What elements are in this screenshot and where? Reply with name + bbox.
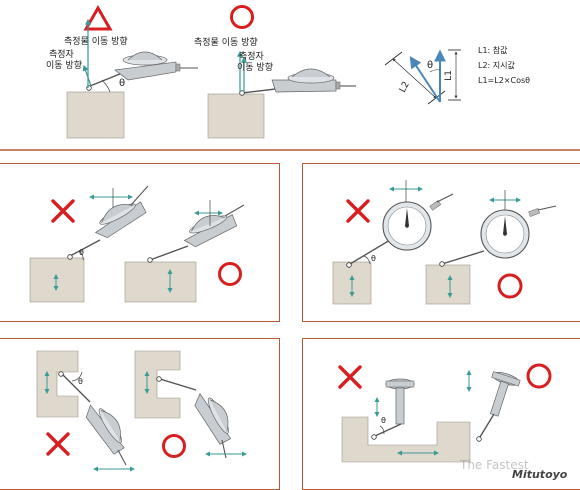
- wrong-x-icon: [51, 199, 75, 223]
- watermark-tagline: The Fastest: [460, 458, 529, 472]
- workpiece-block: [425, 264, 471, 305]
- probe-direction-arrow: [82, 64, 92, 87]
- workpiece-direction-label: 측정물 이동 방향: [194, 38, 258, 48]
- legend-true-value: L1: 참값: [478, 46, 508, 55]
- warning-triangle-icon: [83, 4, 113, 31]
- panel3-correct: [134, 350, 247, 459]
- probe-direction-label-line1: 측정자: [49, 50, 74, 60]
- vector-theta-label: θ: [427, 60, 434, 71]
- cosine-error-vector-diagram: [384, 49, 461, 105]
- workpiece-block: [29, 257, 85, 303]
- panel-step-surface: [302, 338, 580, 490]
- correct-circle-icon: [162, 434, 186, 458]
- panel4-theta-label: θ: [381, 416, 386, 425]
- legend-indicated-value: L2: 지시값: [478, 61, 515, 70]
- workpiece-block: [66, 91, 125, 139]
- workpiece-bracket: [134, 350, 181, 419]
- panel2-theta-label: θ: [371, 254, 376, 263]
- panel2-correct: [425, 190, 557, 305]
- correct-circle-icon: [526, 363, 552, 389]
- workpiece-bracket: [36, 350, 79, 418]
- theta-label: θ: [119, 78, 126, 89]
- panel4: [338, 363, 552, 463]
- indicated-value-vector: [409, 55, 441, 103]
- top-left-wrong-example: [66, 4, 198, 139]
- step-workpiece: [341, 416, 471, 463]
- panel1-correct: [124, 200, 245, 303]
- workpiece-block: [207, 93, 265, 139]
- probe-direction-label-line2: 이동 방향: [46, 61, 82, 71]
- workpiece-block: [124, 261, 197, 303]
- correct-circle-icon: [218, 262, 242, 286]
- panel1-theta-label: θ: [79, 248, 84, 257]
- watermark-logo: Mitutoyo: [512, 468, 568, 481]
- wrong-x-icon: [338, 365, 362, 389]
- panel3-wrong: [36, 350, 135, 472]
- wrong-x-icon: [346, 199, 370, 223]
- panel3-theta-label: θ: [78, 377, 83, 386]
- legend-formula: L1=L2×Cosθ: [478, 76, 531, 85]
- l1-axis-label: L1: [443, 70, 454, 81]
- panel1-wrong: [29, 185, 149, 303]
- top-right-correct-example: [207, 5, 356, 139]
- probe-direction-label-line2: 이동 방향: [237, 63, 273, 73]
- probe-direction-label-line1: 측정자: [239, 52, 264, 62]
- correct-circle-icon: [497, 273, 523, 299]
- wrong-x-icon: [46, 432, 70, 456]
- workpiece-direction-label: 측정물 이동 방향: [64, 37, 128, 47]
- correct-circle-icon: [230, 5, 254, 29]
- panel2-wrong: [332, 180, 454, 305]
